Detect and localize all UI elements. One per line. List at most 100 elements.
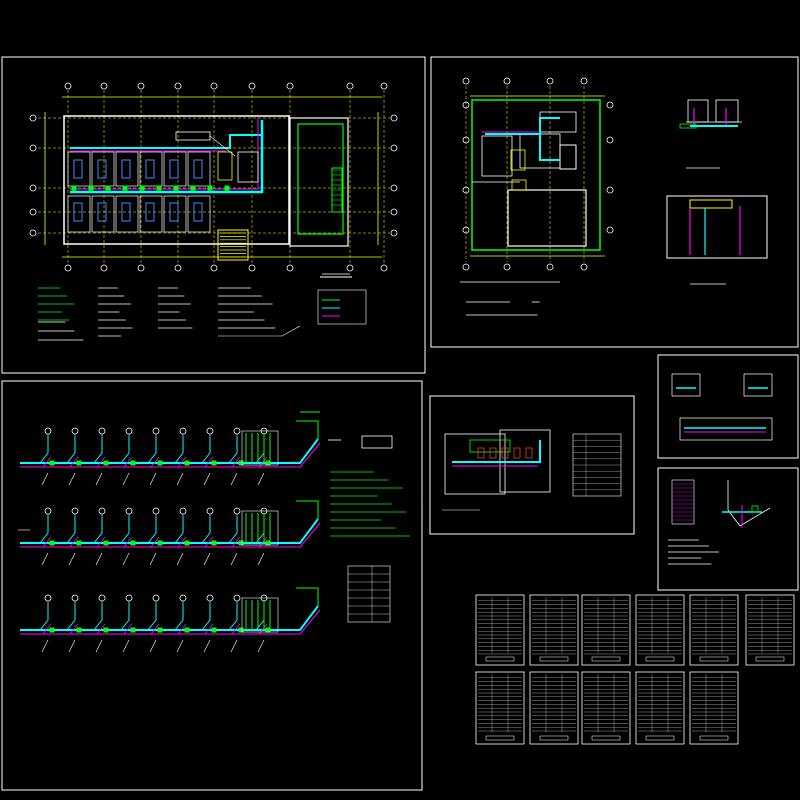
branch-drop [41, 552, 49, 566]
axis-bubble [546, 77, 554, 85]
axis-bubble [503, 77, 511, 85]
axis-bubble [390, 208, 398, 216]
table-title-block [699, 735, 729, 741]
branch-drop [203, 639, 211, 653]
axis-bubble [462, 77, 470, 85]
branch-pipe [177, 456, 187, 468]
table-sheet [689, 671, 739, 745]
branch-drop [176, 552, 184, 566]
branch-pipe [123, 623, 133, 635]
branch-pipe [204, 456, 214, 468]
branch-pipe [69, 623, 79, 635]
axis-bubble [210, 82, 218, 90]
fan-coil-unit [193, 202, 203, 222]
branch-drop [149, 472, 157, 486]
branch-drop [257, 552, 265, 566]
valve-marker [76, 460, 82, 466]
hall-outline [297, 123, 344, 235]
system-main-supply [20, 605, 319, 631]
table-sheet [635, 594, 685, 666]
branch-pipe [150, 536, 160, 548]
detail-unit [525, 447, 533, 459]
equipment-marker [156, 185, 162, 191]
axis-bubble [29, 229, 37, 237]
axis-bubble [174, 82, 182, 90]
branch-drop [176, 639, 184, 653]
branch-pipe [93, 517, 103, 544]
valve-marker [211, 460, 217, 466]
legend-table [347, 565, 391, 623]
riser-leader [296, 500, 319, 519]
branch-drop [203, 472, 211, 486]
branch-drop [122, 552, 130, 566]
axis-bubble [29, 114, 37, 122]
riser-leader [296, 420, 319, 439]
note-leader [218, 325, 301, 337]
axis-bubble [390, 229, 398, 237]
branch-pipe [66, 604, 76, 631]
valve-marker [103, 460, 109, 466]
fan-coil-unit [73, 159, 83, 179]
branch-pipe [69, 536, 79, 548]
branch-pipe [123, 536, 133, 548]
axis-bubble [29, 208, 37, 216]
stair-box [217, 229, 249, 261]
equipment-marker [139, 185, 145, 191]
table-title-block [591, 656, 621, 662]
supply-main [70, 120, 264, 194]
table-title-block [539, 735, 569, 741]
valve-marker [49, 627, 55, 633]
table-sheet [745, 594, 795, 666]
branch-drop [149, 552, 157, 566]
detail-room [671, 373, 701, 397]
fan-coil-unit [169, 202, 179, 222]
branch-pipe [96, 456, 106, 468]
equipment-marker [71, 185, 77, 191]
branch-drop [149, 639, 157, 653]
valve-marker [76, 627, 82, 633]
branch-pipe [42, 623, 52, 635]
branch-pipe [204, 623, 214, 635]
valve-marker [76, 540, 82, 546]
branch-drop [95, 472, 103, 486]
table-sheet [475, 594, 525, 666]
axis-bubble [346, 82, 354, 90]
system-main-supply [20, 438, 319, 464]
detail-room [444, 433, 506, 495]
table-sheet [475, 671, 525, 745]
branch-drop [122, 639, 130, 653]
fan-coil-unit [193, 159, 203, 179]
fan-coil-unit [121, 159, 131, 179]
axis-bubble [174, 264, 182, 272]
valve-marker [265, 460, 271, 466]
table-sheet [581, 594, 631, 666]
room-lower [115, 195, 139, 233]
riser-leader [296, 587, 319, 606]
room-lower [163, 195, 187, 233]
branch-pipe [42, 456, 52, 468]
branch-pipe [96, 623, 106, 635]
section-unit [679, 123, 697, 129]
valve-marker [130, 540, 136, 546]
branch-pipe [258, 536, 268, 548]
detail-pipe [452, 440, 541, 463]
axis-bubble [380, 264, 388, 272]
axis-bubble [100, 82, 108, 90]
table-title-block [591, 735, 621, 741]
room-lower [91, 195, 115, 233]
riser-box [241, 510, 279, 546]
detail-sheet-b-frame [657, 354, 799, 459]
branch-drop [95, 639, 103, 653]
branch-pipe [231, 623, 241, 635]
valve-marker [265, 627, 271, 633]
branch-pipe [150, 623, 160, 635]
table-sheet [635, 671, 685, 745]
branch-pipe [258, 623, 268, 635]
annex-outline [289, 117, 349, 247]
branch-pipe [120, 517, 130, 544]
system-main-return [20, 609, 321, 635]
material-tables [475, 594, 795, 745]
axis-bubble [210, 264, 218, 272]
